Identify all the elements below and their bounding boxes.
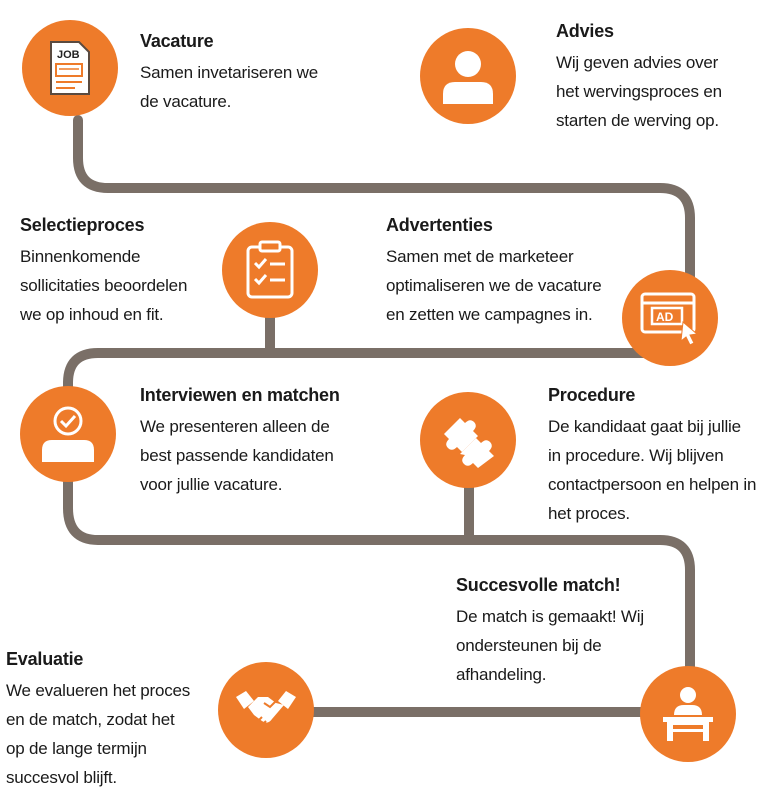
clipboard-checklist-icon xyxy=(246,240,294,299)
step-procedure: Procedure De kandidaat gaat bij jullie i… xyxy=(548,384,778,528)
step-title: Succesvolle match! xyxy=(456,575,621,595)
step-description: Samen invetariseren we de vacature. xyxy=(140,63,318,111)
step-description: Wij geven advies over het wervingsproces… xyxy=(556,53,722,130)
step-title: Vacature xyxy=(140,31,214,51)
step-description: De kandidaat gaat bij jullie in procedur… xyxy=(548,417,757,523)
step-evaluatie-circle xyxy=(218,662,314,758)
step-title: Advies xyxy=(556,21,614,41)
step-advies: Advies Wij geven advies over het werving… xyxy=(556,20,766,135)
step-advertenties: Advertenties Samen met de marketeer opti… xyxy=(386,214,626,329)
step-title: Evaluatie xyxy=(6,649,84,669)
step-interviewen-circle xyxy=(20,386,116,482)
person-check-icon xyxy=(42,406,94,462)
step-title: Procedure xyxy=(548,385,636,405)
step-interviewen: Interviewen en matchen We presenteren al… xyxy=(140,384,380,499)
person-desk-icon xyxy=(663,687,713,741)
step-title: Selectieproces xyxy=(20,215,145,235)
step-procedure-circle xyxy=(420,392,516,488)
step-selectieproces: Selectieproces Binnenkomende sollicitati… xyxy=(20,214,220,329)
job-document-icon: JOB xyxy=(50,41,90,95)
step-advertenties-circle: AD xyxy=(622,270,718,366)
ad-icon-label: AD xyxy=(656,310,674,324)
step-description: Samen met de marketeer optimaliseren we … xyxy=(386,247,602,324)
step-advies-circle xyxy=(420,28,516,124)
ad-browser-icon: AD xyxy=(640,292,699,346)
step-title: Advertenties xyxy=(386,215,493,235)
step-description: De match is gemaakt! Wij ondersteunen bi… xyxy=(456,607,644,684)
step-vacature: Vacature Samen invetariseren we de vacat… xyxy=(140,30,380,116)
person-icon xyxy=(443,51,493,104)
step-description: We presenteren alleen de best passende k… xyxy=(140,417,334,494)
step-description: We evalueren het proces en de match, zod… xyxy=(6,681,191,787)
step-succesvolle-match-circle xyxy=(640,666,736,762)
handshake-icon xyxy=(236,691,296,729)
step-title: Interviewen en matchen xyxy=(140,385,340,405)
step-selectieproces-circle xyxy=(222,222,318,318)
step-description: Binnenkomende sollicitaties beoordelen w… xyxy=(20,247,188,324)
puzzle-icon xyxy=(444,418,494,468)
svg-text:JOB: JOB xyxy=(57,49,80,61)
step-succesvolle-match: Succesvolle match! De match is gemaakt! … xyxy=(456,574,676,689)
step-vacature-circle: JOB xyxy=(22,20,118,116)
step-evaluatie: Evaluatie We evalueren het proces en de … xyxy=(6,648,216,792)
